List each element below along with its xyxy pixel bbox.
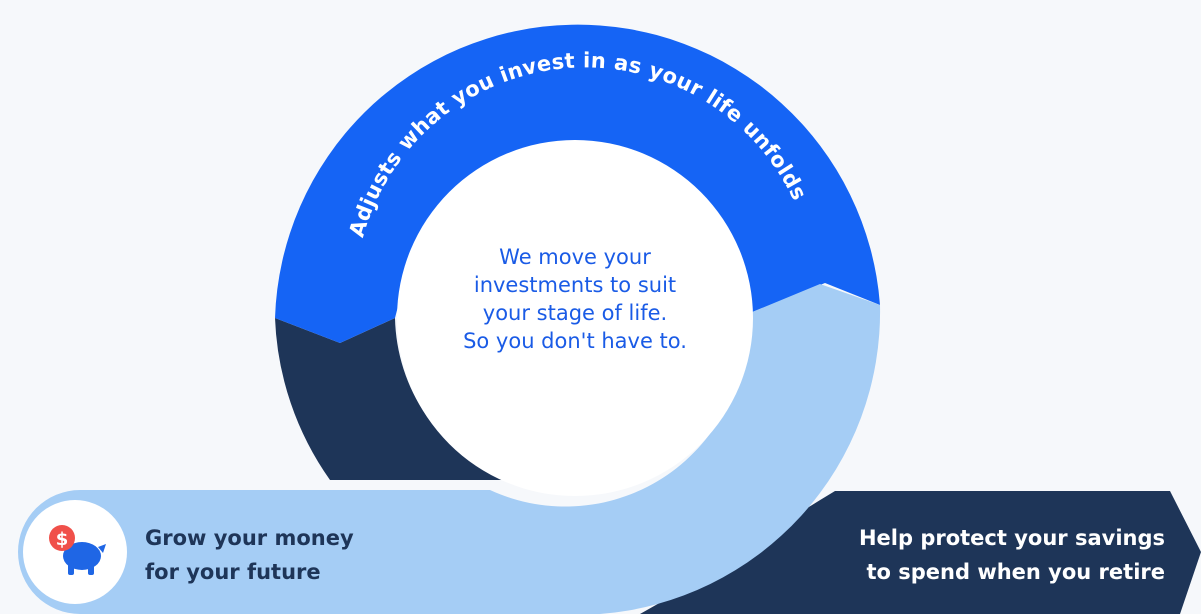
center-circle <box>397 140 753 496</box>
center-line: We move your <box>499 245 651 269</box>
protect-savings-label: Help protect your savings to spend when … <box>790 521 1165 589</box>
navy-arrow-band <box>640 491 1201 614</box>
center-line: investments to suit <box>473 273 677 297</box>
protect-line: Help protect your savings <box>858 526 1165 550</box>
center-description: We move your investments to suit your st… <box>430 243 720 355</box>
protect-line: to spend when you retire <box>866 560 1165 584</box>
light-blue-band <box>18 284 881 614</box>
ring-segment-navy <box>275 318 505 480</box>
piggy-bank-dollar-icon: $ <box>49 525 106 575</box>
grow-line: Grow your money <box>145 526 354 550</box>
center-line: So you don't have to. <box>463 329 687 353</box>
center-line: your stage of life. <box>482 301 668 325</box>
grow-line: for your future <box>145 560 321 584</box>
svg-text:$: $ <box>56 529 69 550</box>
grow-money-label: Grow your money for your future <box>145 521 475 589</box>
